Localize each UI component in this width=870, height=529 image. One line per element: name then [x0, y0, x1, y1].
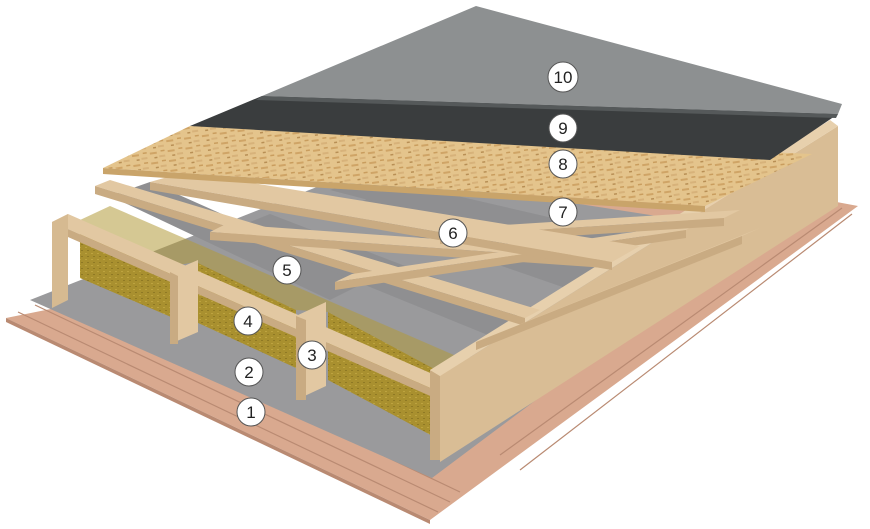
marker-3: 3 [297, 340, 327, 370]
svg-text:1: 1 [246, 403, 255, 422]
joist-front-1 [170, 260, 198, 344]
insulation-top [80, 206, 470, 372]
svg-text:5: 5 [282, 261, 291, 280]
svg-text:3: 3 [307, 346, 316, 365]
marker-5: 5 [272, 255, 302, 285]
svg-text:2: 2 [244, 363, 253, 382]
finish-surface [262, 6, 842, 114]
finish-layer [256, 6, 842, 118]
marker-9: 9 [548, 113, 578, 143]
counter-batten-layer [150, 172, 640, 270]
marker-8: 8 [548, 149, 578, 179]
svg-text:7: 7 [558, 203, 567, 222]
marker-10: 10 [547, 61, 579, 93]
svg-text:10: 10 [554, 68, 573, 87]
svg-text:9: 9 [558, 119, 567, 138]
finish-edge [256, 96, 838, 118]
svg-text:6: 6 [448, 224, 457, 243]
marker-2: 2 [234, 357, 264, 387]
batten-5 [476, 228, 760, 350]
svg-text:8: 8 [558, 155, 567, 174]
floorboard-edge [6, 318, 430, 524]
marker-7: 7 [548, 197, 578, 227]
marker-6: 6 [438, 218, 468, 248]
osb-surface [103, 126, 812, 206]
batten-1 [95, 180, 540, 326]
marker-1: 1 [236, 397, 266, 427]
svg-text:4: 4 [243, 312, 252, 331]
marker-4: 4 [233, 306, 263, 336]
